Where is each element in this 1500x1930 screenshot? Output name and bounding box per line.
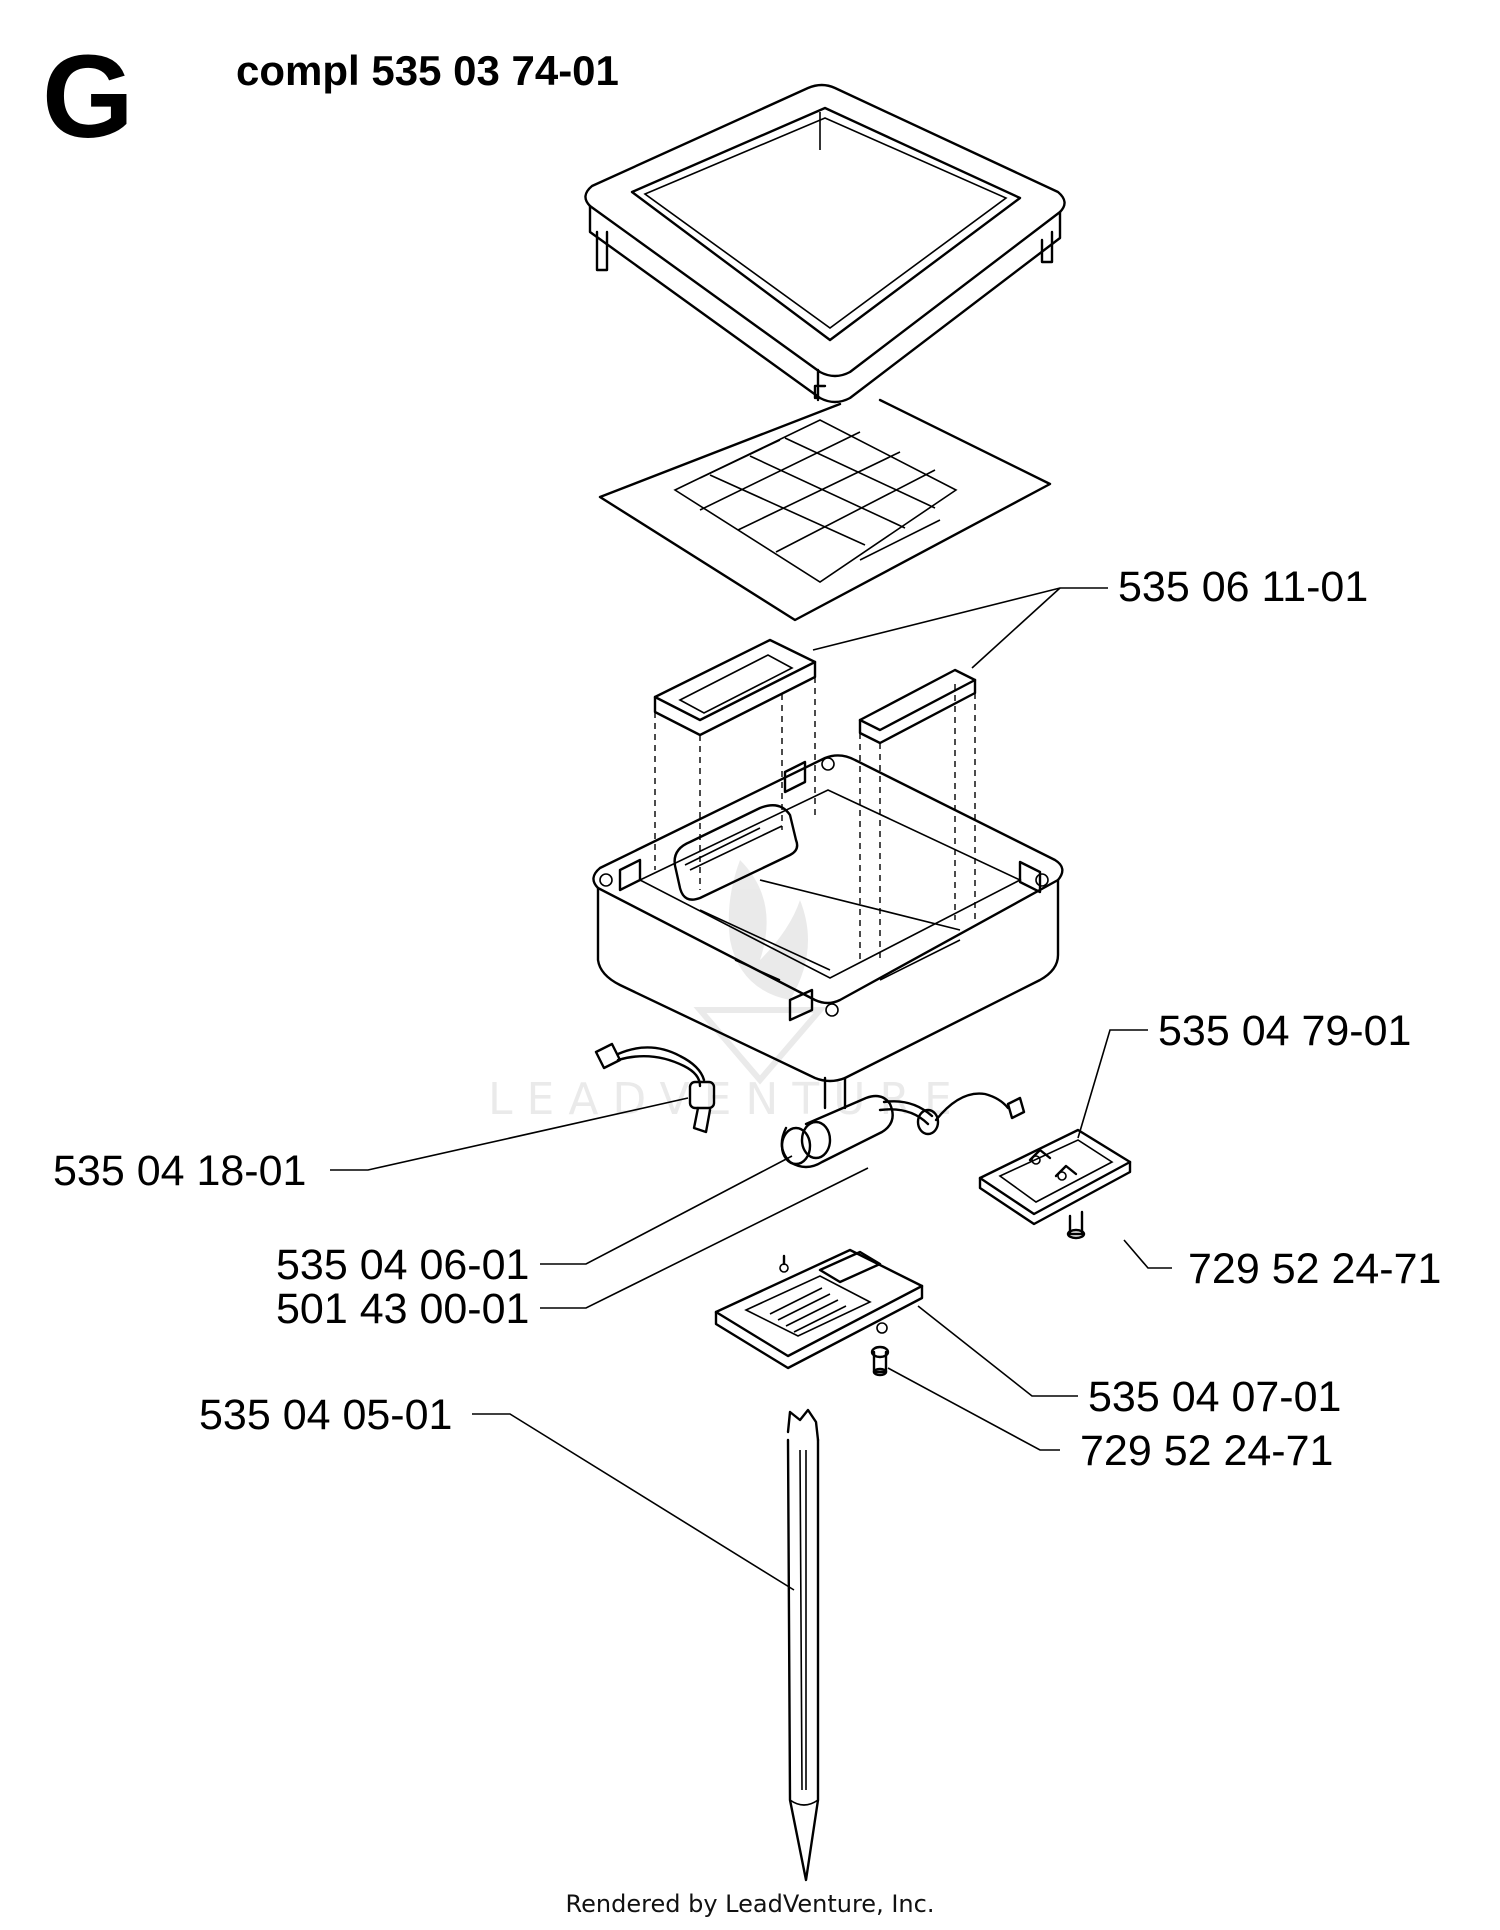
section-letter: G	[42, 31, 134, 163]
assembly-title: compl 535 03 74-01	[236, 47, 619, 94]
part-label-cable-assy: 501 43 00-01	[276, 1285, 530, 1333]
part-label-cover-plate: 535 04 79-01	[1158, 1007, 1412, 1055]
screw-lower-drawing	[870, 1345, 890, 1377]
part-label-terminal-plate: 535 04 07-01	[1088, 1373, 1342, 1421]
part-label-battery-pack: 535 04 06-01	[276, 1241, 530, 1289]
filter-pads-drawing	[653, 638, 977, 960]
part-label-cable-switch: 535 04 18-01	[53, 1147, 307, 1195]
part-label-screw-lower: 729 52 24-71	[1080, 1427, 1334, 1475]
part-label-stake: 535 04 05-01	[199, 1391, 453, 1439]
battery-pack-drawing	[780, 1092, 1026, 1169]
solar-panel-drawing	[598, 398, 1052, 622]
leader-lines	[330, 587, 1172, 1591]
part-label-filter-pads: 535 06 11-01	[1118, 563, 1369, 611]
svg-text:LEADVENTURE: LEADVENTURE	[488, 1074, 966, 1125]
leadventure-watermark: LEADVENTURE	[488, 860, 966, 1125]
part-label-screw-right: 729 52 24-71	[1188, 1245, 1442, 1293]
cover-plate-drawing	[978, 1128, 1132, 1240]
footer-credit: Rendered by LeadVenture, Inc.	[565, 1890, 935, 1918]
stake-drawing	[786, 1408, 820, 1882]
base-housing-drawing	[592, 754, 1064, 1110]
cable-switch-drawing	[594, 1042, 716, 1134]
terminal-plate-drawing	[714, 1248, 924, 1370]
lid-frame-drawing	[584, 83, 1066, 404]
